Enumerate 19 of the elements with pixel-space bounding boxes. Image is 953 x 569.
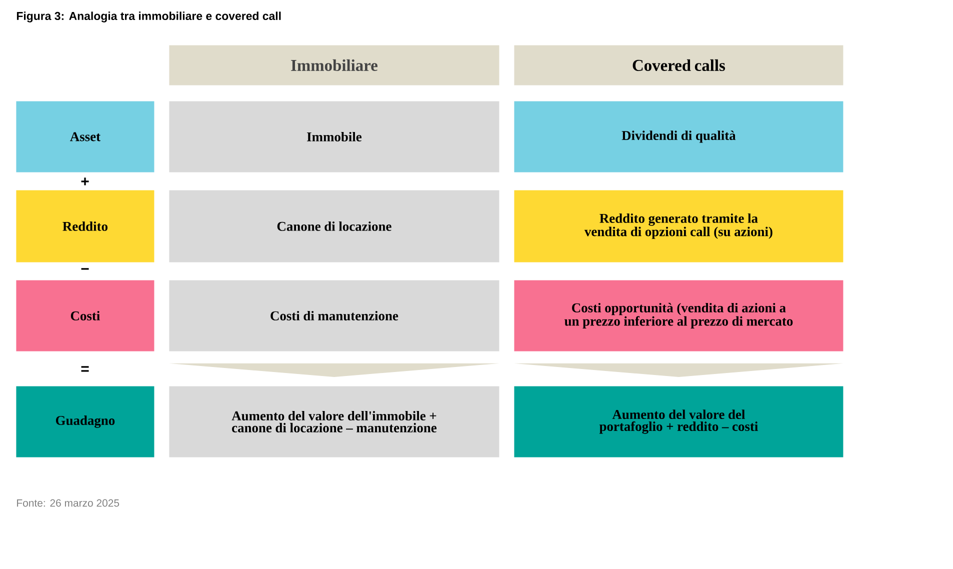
source-note: Fonte: 26 marzo 2025 [17,499,120,507]
header-box: Immobiliare [169,45,500,86]
table-cell: Canone di locazione [169,190,500,262]
table-cell: Aumento del valore del portafoglio + reddito – costi [514,386,844,458]
operator-sign: = [81,366,89,372]
operator-sign: + [81,178,89,186]
table-cell: Costi opportunità (vendita di azioni a un prezzo inferiore al prezzo di mercato [514,280,844,352]
table-cell: Aumento del valore dell'immobile + canone di locazione – manutenzione [169,386,500,458]
figure-title: Figura 3: Analogia tra immobiliare e covered call [16,12,281,22]
row-label-box: Asset [16,101,154,172]
table-cell: Immobile [169,101,500,172]
table-cell: Reddito generato tramite la vendita di opzioni call (su azioni) [514,190,844,262]
row-label-box: Costi [16,280,154,352]
operator-sign: − [81,268,89,270]
row-label-box: Reddito [16,190,154,262]
table-cell: Costi di manutenzione [169,280,500,352]
row-label-box: Guadagno [16,386,154,458]
header-box: Covered calls [514,45,844,86]
table-cell: Dividendi di qualità [514,101,844,172]
